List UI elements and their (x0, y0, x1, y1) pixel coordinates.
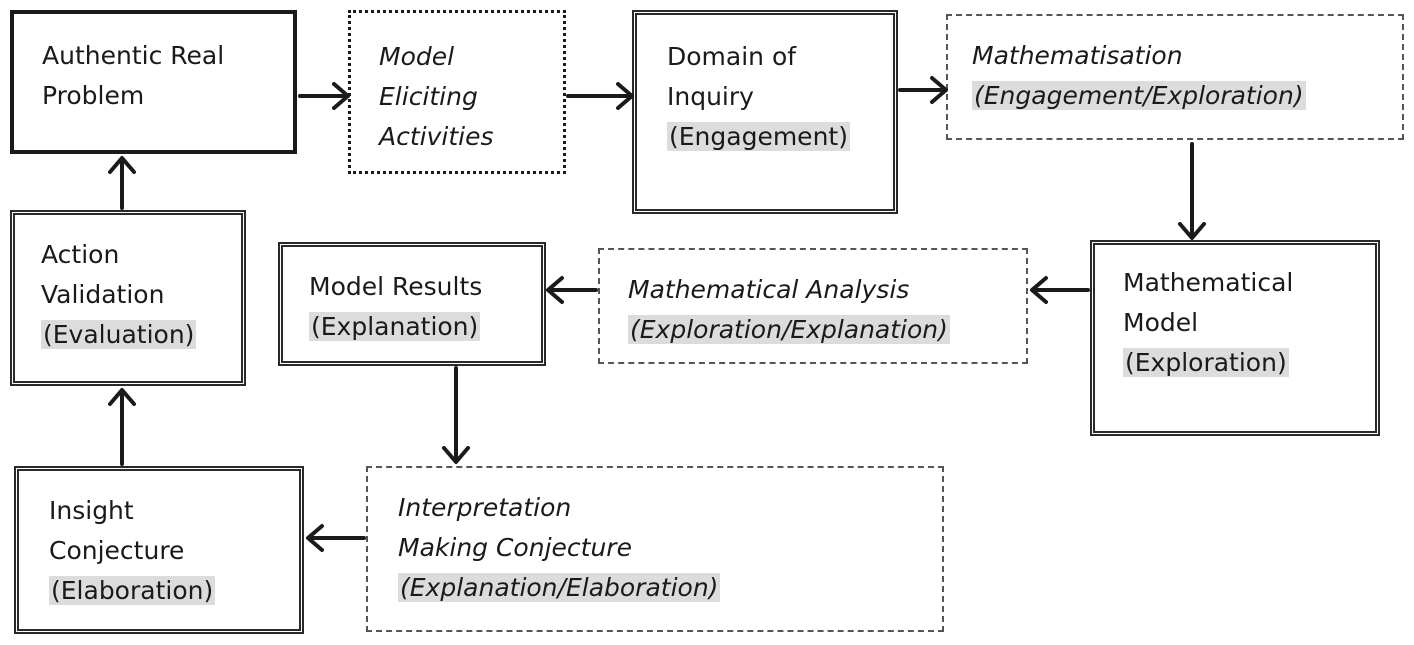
mathematical-model-box: Mathematical Model (Exploration) (1090, 240, 1380, 436)
box-line-text: (Explanation) (309, 312, 481, 341)
arrow-mea-to-domain-head (616, 82, 634, 110)
model-eliciting-activities-box: Model Eliciting Activities (348, 10, 566, 174)
box-line: Interpretation (398, 488, 942, 528)
box-line-text: Domain of (667, 42, 797, 71)
box-line-text: Making Conjecture (398, 533, 632, 562)
arrow-analysis-to-results-head (546, 276, 564, 304)
box-line-text: (Engagement/Exploration) (972, 81, 1306, 110)
box-line: (Evaluation) (41, 315, 241, 355)
box-line-text: (Engagement) (667, 122, 850, 151)
mathematisation-box: Mathematisation (Engagement/Exploration) (946, 14, 1404, 140)
box-line: Domain of (667, 37, 893, 77)
arrow-action-to-authentic-head (108, 156, 136, 174)
box-line-text: (Evaluation) (41, 320, 197, 349)
box-line: Authentic Real (42, 41, 225, 70)
authentic-real-problem-box: Authentic Real Problem (10, 10, 297, 154)
box-line-text: Conjecture (49, 536, 185, 565)
box-line-text: Model (1123, 308, 1199, 337)
box-line: Mathematisation (972, 36, 1402, 76)
domain-of-inquiry-box: Domain of Inquiry (Engagement) (632, 10, 898, 214)
box-line: Eliciting (379, 82, 478, 111)
box-line: (Exploration/Explanation) (628, 310, 1026, 350)
box-line: Activities (379, 122, 494, 151)
arrow-domain-to-mathematisation-head (930, 76, 948, 104)
box-line-text: Interpretation (398, 493, 572, 522)
box-line-text: Mathematisation (972, 41, 1183, 70)
box-line: (Engagement/Exploration) (972, 76, 1402, 116)
interpretation-box: Interpretation Making Conjecture (Explan… (366, 466, 944, 632)
mathematical-analysis-box: Mathematical Analysis (Exploration/Expla… (598, 248, 1028, 364)
box-line-text: (Explanation/Elaboration) (398, 573, 721, 602)
box-line: Problem (42, 81, 145, 110)
box-line: Mathematical Analysis (628, 270, 1026, 310)
box-line-text: Mathematical (1123, 268, 1294, 297)
box-line-text: (Exploration/Explanation) (628, 315, 950, 344)
box-line: (Explanation/Elaboration) (398, 568, 942, 608)
box-line: (Engagement) (667, 117, 893, 157)
box-line: Model (1123, 303, 1375, 343)
box-line: (Explanation) (309, 307, 541, 347)
box-line: Mathematical (1123, 263, 1375, 303)
model-results-box: Model Results (Explanation) (278, 242, 546, 366)
action-validation-box: Action Validation (Evaluation) (10, 210, 246, 386)
box-line: (Elaboration) (49, 571, 299, 611)
box-line: Insight (49, 491, 299, 531)
box-line: Model Results (309, 267, 541, 307)
box-line-text: Model Results (309, 272, 483, 301)
box-line-text: Insight (49, 496, 134, 525)
arrow-insight-to-action-head (108, 388, 136, 406)
box-line-text: Mathematical Analysis (628, 275, 910, 304)
arrow-mathematisation-to-model-head (1178, 222, 1206, 240)
box-line-text: (Elaboration) (49, 576, 216, 605)
box-line: Inquiry (667, 77, 893, 117)
box-line: Action (41, 235, 241, 275)
box-line: Validation (41, 275, 241, 315)
box-line-text: Action (41, 240, 120, 269)
insight-conjecture-box: Insight Conjecture (Elaboration) (14, 466, 304, 634)
arrow-model-to-analysis-head (1030, 276, 1048, 304)
box-line-text: (Exploration) (1123, 348, 1289, 377)
arrow-authentic-to-mea-head (332, 82, 350, 110)
box-line: (Exploration) (1123, 343, 1375, 383)
arrow-results-to-interpretation-head (442, 446, 470, 464)
arrow-interpretation-to-insight-head (306, 524, 324, 552)
box-line-text: Inquiry (667, 82, 754, 111)
box-line: Model (379, 42, 455, 71)
box-line: Conjecture (49, 531, 299, 571)
box-line-text: Validation (41, 280, 165, 309)
box-line: Making Conjecture (398, 528, 942, 568)
